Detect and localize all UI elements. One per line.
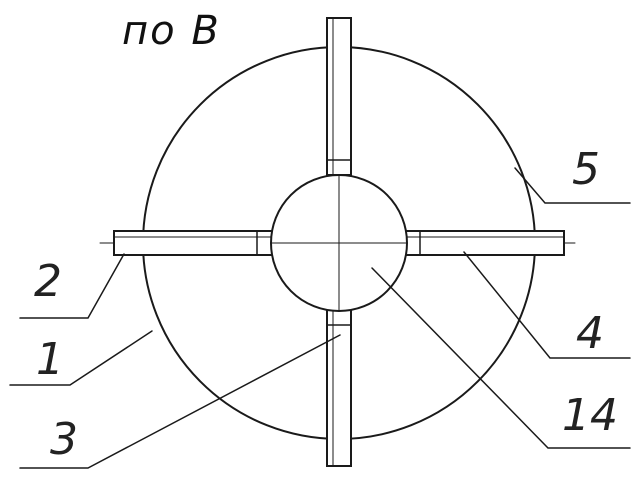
spoke-left <box>113 230 273 256</box>
spoke-right <box>405 230 565 256</box>
leader-4 <box>463 251 631 359</box>
leader-1 <box>9 330 153 386</box>
callout-5: 5 <box>572 144 600 195</box>
callout-4: 4 <box>576 308 604 359</box>
view-title: по В <box>122 8 221 54</box>
callout-1: 1 <box>36 334 64 385</box>
spoke-bottom <box>326 309 352 467</box>
leader-14 <box>371 267 631 449</box>
leader-3 <box>19 334 341 469</box>
spoke-top <box>326 17 352 176</box>
leader-5 <box>514 167 631 204</box>
callout-2: 2 <box>34 256 62 307</box>
callout-3: 3 <box>50 414 78 465</box>
callout-14: 14 <box>562 390 618 441</box>
leader-2 <box>19 253 125 319</box>
